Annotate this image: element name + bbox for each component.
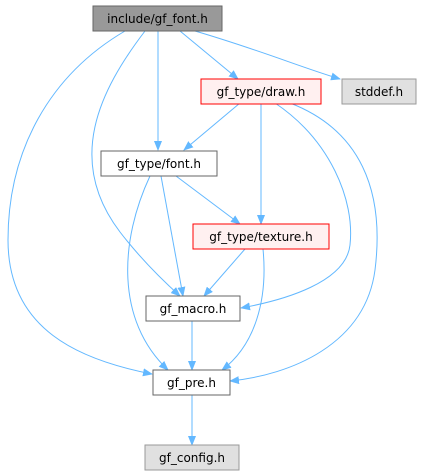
node-label: stddef.h: [355, 85, 403, 99]
node-gf-type-texture[interactable]: gf_type/texture.h: [192, 223, 330, 250]
edge-texture-to-pre: [221, 248, 265, 371]
edge-gf-font-to-draw: [179, 30, 239, 80]
node-gf-macro[interactable]: gf_macro.h: [145, 295, 241, 322]
node-box: [144, 444, 240, 471]
edge-draw-to-font: [183, 102, 241, 151]
node-label: gf_pre.h: [167, 376, 216, 390]
edge-font-to-pre: [127, 175, 169, 371]
node-include-gf-font[interactable]: include/gf_font.h: [92, 5, 223, 32]
node-box: [200, 78, 322, 105]
node-box: [341, 78, 417, 105]
edge-font-to-macro: [160, 175, 186, 297]
node-stddef[interactable]: stddef.h: [341, 78, 417, 105]
edge-gf-font-to-macro: [91, 30, 181, 297]
edges: [7, 30, 378, 446]
node-box: [152, 369, 231, 396]
node-label: gf_macro.h: [160, 302, 227, 316]
node-label: gf_config.h: [159, 451, 225, 465]
node-gf-pre[interactable]: gf_pre.h: [152, 369, 231, 396]
node-label: gf_type/draw.h: [217, 85, 306, 99]
edge-draw-to-pre: [229, 102, 378, 385]
node-box: [145, 295, 241, 322]
node-box: [92, 5, 223, 32]
node-box: [100, 150, 218, 177]
edge-gf-font-to-pre: [7, 30, 153, 377]
node-label: gf_type/font.h: [117, 157, 201, 171]
node-gf-type-font[interactable]: gf_type/font.h: [100, 150, 218, 177]
node-gf-config[interactable]: gf_config.h: [144, 444, 240, 471]
edge-texture-to-macro: [203, 248, 246, 297]
node-label: gf_type/texture.h: [209, 230, 312, 244]
edge-gf-font-to-stddef: [194, 30, 341, 81]
node-label: include/gf_font.h: [107, 12, 208, 26]
node-gf-type-draw[interactable]: gf_type/draw.h: [200, 78, 322, 105]
edge-font-to-texture: [175, 175, 241, 225]
node-box: [192, 223, 330, 250]
edge-draw-to-macro: [240, 102, 352, 311]
